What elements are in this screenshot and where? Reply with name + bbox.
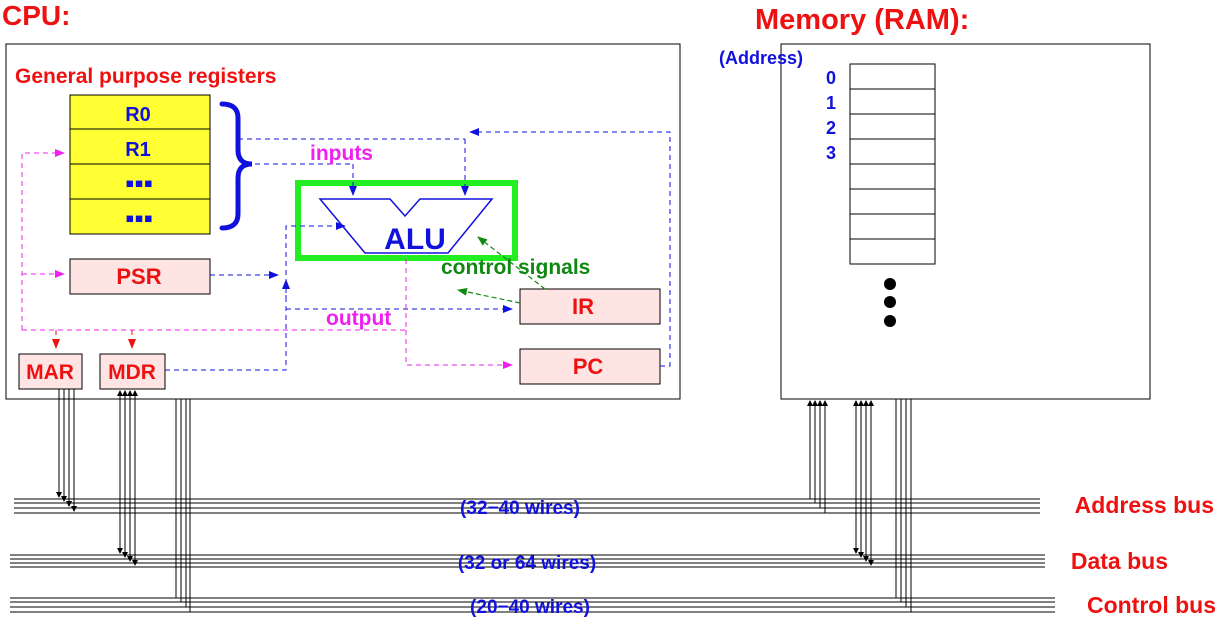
- address-label: (Address): [719, 48, 803, 68]
- address-1: 1: [826, 93, 836, 113]
- memory-title: Memory (RAM):: [755, 4, 969, 36]
- register-ellipsis-1: ▪▪▪: [125, 168, 153, 198]
- cpu-to-control-bus: [175, 399, 191, 612]
- address-bus-to-memory: [807, 400, 828, 513]
- register-brace: [219, 101, 253, 231]
- red-arrows: [52, 330, 136, 349]
- ir-box: [519, 288, 661, 325]
- memory-to-data-bus: [853, 400, 874, 566]
- control-bus-label: Control bus: [1087, 592, 1216, 618]
- blue-data-paths: [165, 128, 671, 371]
- memory-box: [780, 43, 1151, 400]
- address-bus-wires: (32−40 wires): [460, 498, 580, 519]
- alu-shape: [318, 198, 494, 254]
- mdr-to-data-bus: [117, 390, 138, 566]
- control-bus: [10, 597, 1055, 613]
- address-3: 3: [826, 143, 836, 163]
- mar-label: MAR: [26, 361, 74, 384]
- psr-box: [69, 258, 211, 295]
- cpu-title: CPU:: [2, 0, 70, 31]
- mar-box: [18, 353, 83, 390]
- data-bus-wires: (32 or 64 wires): [458, 553, 596, 574]
- address-0: 0: [826, 68, 836, 88]
- register-file: R0 R1 ▪▪▪ ▪▪▪: [69, 94, 211, 235]
- green-control-paths: [457, 236, 546, 304]
- address-2: 2: [826, 118, 836, 138]
- alu-label: ALU: [384, 223, 446, 256]
- memory-to-control-bus: [895, 399, 912, 612]
- register-r0: R0: [125, 104, 151, 126]
- control-signals-label: control signals: [441, 256, 590, 279]
- mar-to-address-bus: [56, 389, 77, 512]
- mdr-box: [99, 353, 166, 390]
- alu-frame: [295, 180, 518, 261]
- register-r1: R1: [125, 139, 151, 161]
- control-bus-wires: (20−40 wires): [470, 597, 590, 618]
- memory-ellipsis: [884, 278, 896, 327]
- gpr-label: General purpose registers: [15, 65, 276, 88]
- memory-cells: [849, 63, 936, 265]
- register-ellipsis-2: ▪▪▪: [125, 203, 153, 233]
- address-bus-label: Address bus: [1075, 492, 1214, 518]
- psr-label: PSR: [116, 264, 161, 289]
- address-bus: [14, 498, 1040, 514]
- data-bus-label: Data bus: [1071, 548, 1168, 574]
- mdr-label: MDR: [108, 361, 156, 384]
- ir-label: IR: [572, 294, 594, 319]
- magenta-paths: [21, 149, 513, 369]
- output-label: output: [326, 307, 391, 330]
- inputs-label: inputs: [310, 142, 373, 165]
- pc-label: PC: [573, 354, 604, 379]
